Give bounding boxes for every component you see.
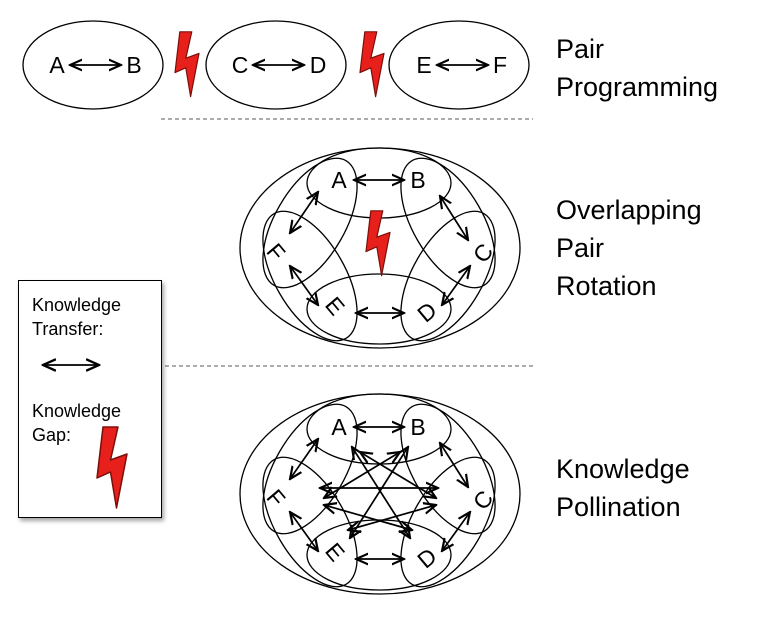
lightning-bolt-icon bbox=[174, 31, 200, 98]
pair-loop-de bbox=[306, 273, 452, 345]
transfer-arrow-cd bbox=[442, 512, 470, 551]
node-a: A bbox=[331, 167, 347, 193]
pair-loops bbox=[262, 147, 496, 345]
pair-ellipse-1 bbox=[22, 20, 164, 110]
pair1-right: B bbox=[126, 52, 141, 78]
lightning-bolt-icon bbox=[359, 31, 385, 98]
transfer-arrow-ef bbox=[290, 266, 318, 305]
pair-ellipse-2 bbox=[205, 20, 347, 110]
node-d: D bbox=[412, 543, 441, 574]
pair-ellipse-3 bbox=[388, 20, 530, 110]
transfer-arrow-fa bbox=[290, 192, 318, 233]
node-e: E bbox=[320, 538, 350, 566]
lightning-bolt-icon bbox=[96, 426, 128, 509]
pair3-right: F bbox=[493, 52, 507, 78]
pair-loop-ab bbox=[306, 393, 452, 465]
label-overlapping-pair-rotation: Overlapping Pair Rotation bbox=[556, 191, 702, 305]
double-arrow-icon bbox=[39, 355, 109, 375]
pair2-left: C bbox=[232, 52, 249, 78]
legend-transfer-line1: Knowledge bbox=[32, 295, 122, 315]
label-line: Pair bbox=[556, 233, 605, 263]
transfer-arrow-bc bbox=[440, 443, 468, 487]
legend-box: Knowledge Transfer: Knowledge Gap: bbox=[18, 280, 162, 518]
cross-arrow-a-c bbox=[360, 452, 436, 498]
node-a: A bbox=[331, 414, 347, 440]
transfer-arrow-fa bbox=[290, 439, 318, 479]
label-pair-programming: Pair Programming bbox=[556, 30, 718, 106]
node-b: B bbox=[410, 414, 425, 440]
label-line: Pollination bbox=[556, 492, 681, 522]
cross-arrow-a-d bbox=[352, 447, 410, 538]
pair-loop-ab bbox=[306, 147, 452, 219]
pair-loop-cd bbox=[400, 210, 496, 342]
cross-transfer-arrows bbox=[320, 447, 438, 538]
legend-gap-line2: Gap: bbox=[32, 425, 72, 445]
label-line: Overlapping bbox=[556, 195, 702, 225]
pair-programming-row: A B C D E F bbox=[22, 20, 530, 110]
label-line: Knowledge bbox=[556, 454, 690, 484]
label-line: Programming bbox=[556, 72, 719, 102]
node-e: E bbox=[320, 292, 350, 320]
lightning-bolt-icon bbox=[365, 210, 391, 277]
pair-loop-bc bbox=[400, 157, 496, 289]
legend-gap-line1: Knowledge bbox=[32, 401, 122, 421]
label-knowledge-pollination: Knowledge Pollination bbox=[556, 450, 690, 526]
pair1-left: A bbox=[49, 52, 65, 78]
legend-transfer-line2: Transfer: bbox=[32, 319, 104, 339]
transfer-arrow-bc bbox=[440, 196, 468, 240]
transfer-arrow-cd bbox=[442, 266, 470, 305]
pair-loop-ef bbox=[262, 210, 358, 342]
pair2-right: D bbox=[310, 52, 327, 78]
cross-arrow-b-f bbox=[324, 452, 400, 498]
cross-arrow-b-e bbox=[350, 447, 408, 538]
node-d: D bbox=[412, 297, 441, 328]
cross-arrow-d-f bbox=[324, 505, 412, 530]
label-line: Rotation bbox=[556, 271, 657, 301]
knowledge-pollination: A B C D E F bbox=[239, 393, 521, 595]
pair-loop-fa bbox=[262, 157, 358, 289]
transfer-arrow-ef bbox=[290, 512, 318, 551]
overlapping-pair-rotation: A B C D E F bbox=[239, 147, 521, 349]
label-line: Pair bbox=[556, 34, 605, 64]
pair3-left: E bbox=[416, 52, 431, 78]
node-b: B bbox=[410, 167, 425, 193]
